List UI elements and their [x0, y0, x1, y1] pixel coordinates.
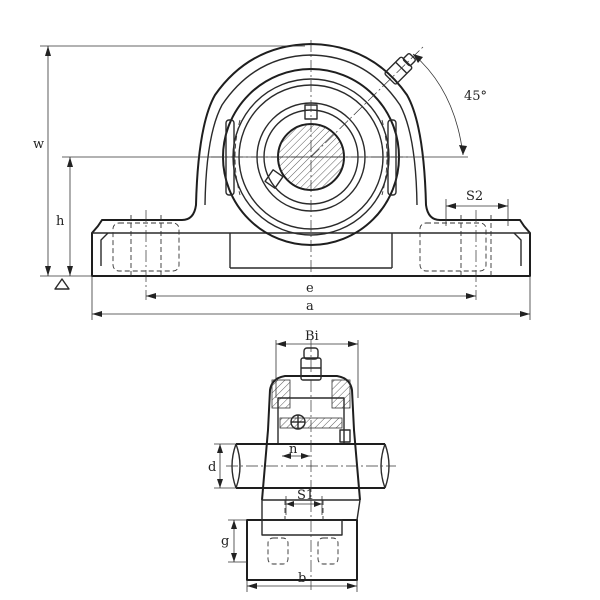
a-dimension: a	[91, 276, 531, 320]
front-view: 45° w h S2	[33, 40, 531, 320]
side-view: Bi n d S1	[208, 329, 396, 592]
s2-dimension: S2	[445, 189, 509, 226]
a-label: a	[306, 299, 314, 314]
bi-label: Bi	[305, 329, 319, 344]
h-label: h	[56, 214, 65, 229]
angle-label: 45°	[464, 89, 487, 104]
w-label: w	[33, 137, 44, 152]
g-label: g	[221, 534, 229, 549]
s1-label: S1	[297, 488, 314, 503]
e-label: e	[306, 281, 314, 296]
bi-dimension: Bi	[275, 329, 359, 398]
d-dimension: d	[208, 443, 236, 489]
front-bolt-holes	[112, 215, 492, 276]
b-dimension: b	[246, 571, 358, 592]
angle-dimension: 45°	[412, 53, 487, 156]
s2-label: S2	[466, 189, 483, 204]
d-label: d	[208, 460, 216, 475]
s1-dimension: S1	[285, 488, 323, 515]
n-label: n	[289, 442, 298, 457]
n-dimension: n	[282, 442, 310, 459]
side-center-lines	[226, 340, 396, 590]
datum-triangle	[54, 278, 70, 290]
b-label: b	[298, 571, 306, 586]
g-dimension: g	[221, 519, 247, 563]
h-dimension: h	[56, 156, 468, 276]
e-dimension: e	[146, 281, 476, 299]
w-dimension: w	[33, 45, 305, 277]
